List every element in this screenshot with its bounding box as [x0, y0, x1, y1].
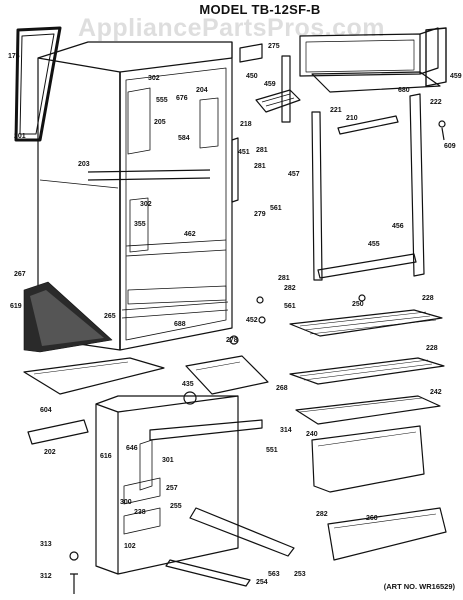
crisper-shelf-bar [317, 253, 417, 279]
part-label: 462 [184, 231, 196, 238]
part-label: 281 [256, 147, 268, 154]
wire-shelf-upper [289, 309, 443, 337]
part-label: 265 [104, 313, 116, 320]
meat-pan [185, 355, 269, 395]
part-label: 281 [254, 163, 266, 170]
part-label: 355 [134, 221, 146, 228]
part-label: 240 [306, 431, 318, 438]
diagram-title: MODEL TB-12SF-B [199, 2, 321, 17]
part-label: 584 [178, 135, 190, 142]
part-label: 228 [422, 295, 434, 302]
part-label: 646 [126, 445, 138, 452]
hinge-bracket [27, 419, 89, 445]
part-label: 267 [14, 271, 26, 278]
part-label: 616 [100, 453, 112, 460]
part-label: 275 [268, 43, 280, 50]
part-label: 210 [346, 115, 358, 122]
part-label: 435 [182, 381, 194, 388]
part-label: 218 [240, 121, 252, 128]
part-label: 253 [294, 571, 306, 578]
part-label: 204 [196, 87, 208, 94]
part-label: 203 [78, 161, 90, 168]
part-label: 680 [398, 87, 410, 94]
part-label: 202 [44, 449, 56, 456]
part-label: 201 [14, 133, 26, 140]
art-number: (ART NO. WR16529) [383, 582, 455, 591]
part-label: 238 [134, 509, 146, 516]
drip-tray [23, 357, 165, 395]
freezer-liner [299, 27, 447, 93]
part-label: 555 [156, 97, 168, 104]
part-label: 459 [264, 81, 276, 88]
part-label: 609 [444, 143, 456, 150]
part-label: 257 [166, 485, 178, 492]
glass-shelf [295, 395, 441, 425]
wire-shelf-lower [289, 357, 445, 385]
part-label: 563 [268, 571, 280, 578]
part-label: 176 [8, 53, 20, 60]
part-label: 452 [246, 317, 258, 324]
insulation-panel [23, 281, 113, 353]
part-label: 102 [124, 543, 136, 550]
part-label: 281 [278, 275, 290, 282]
part-label: 302 [140, 201, 152, 208]
part-label: 604 [40, 407, 52, 414]
part-label: 278 [226, 337, 238, 344]
door-posts [239, 43, 425, 281]
freezer-shelf-bar [337, 115, 399, 135]
crisper-front [327, 507, 447, 561]
part-label: 619 [10, 303, 22, 310]
door-gasket [14, 26, 62, 142]
part-label: 255 [170, 503, 182, 510]
lower-cabinet [95, 395, 295, 587]
part-label: 279 [254, 211, 266, 218]
part-label: 282 [284, 285, 296, 292]
part-label: 282 [316, 511, 328, 518]
part-label: 455 [368, 241, 380, 248]
part-label: 268 [276, 385, 288, 392]
part-label: 260 [366, 515, 378, 522]
fasteners [69, 120, 446, 594]
part-label: 205 [154, 119, 166, 126]
part-label: 457 [288, 171, 300, 178]
part-label: 222 [430, 99, 442, 106]
part-label: 302 [148, 75, 160, 82]
part-label: 551 [266, 447, 278, 454]
part-label: 676 [176, 95, 188, 102]
part-label: 300 [120, 499, 132, 506]
part-label: 688 [174, 321, 186, 328]
crisper-drawer [311, 425, 425, 493]
part-label: 459 [450, 73, 462, 80]
part-label: 221 [330, 107, 342, 114]
part-label: 242 [430, 389, 442, 396]
part-label: 450 [246, 73, 258, 80]
ice-tray [255, 89, 301, 113]
part-label: 228 [426, 345, 438, 352]
part-label: 301 [162, 457, 174, 464]
part-label: 314 [280, 427, 292, 434]
part-label: 456 [392, 223, 404, 230]
part-label: 250 [352, 301, 364, 308]
part-label: 312 [40, 573, 52, 580]
part-label: 254 [256, 579, 268, 586]
part-label: 313 [40, 541, 52, 548]
part-label: 561 [284, 303, 296, 310]
part-label: 561 [270, 205, 282, 212]
part-label: 451 [238, 149, 250, 156]
part-labels: 176 201 267 619 203 302 555 205 676 204 … [8, 43, 462, 586]
